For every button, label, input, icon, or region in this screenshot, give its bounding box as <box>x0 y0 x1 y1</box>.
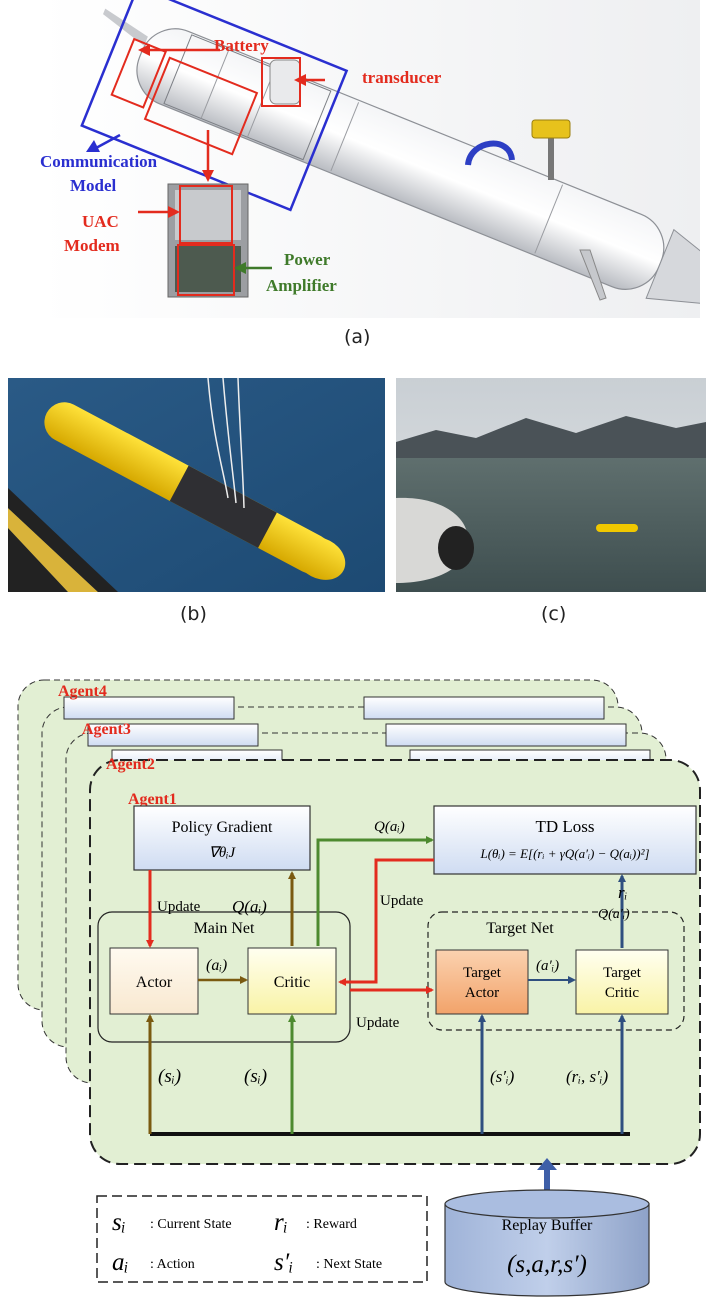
panel-a: Battery transducer Communication Model U… <box>40 0 700 318</box>
critic-box <box>247 947 337 1015</box>
main-net-label: Main Net <box>194 920 255 937</box>
label-communication: Communication <box>40 152 158 171</box>
critic-label: Critic <box>274 974 310 991</box>
caption-a: (a) <box>344 326 371 348</box>
target-net-box <box>427 911 685 1031</box>
caption-c: (c) <box>541 603 567 625</box>
target-actor-label-2: Actor <box>465 985 499 1001</box>
label-update-mid: Update <box>380 893 424 909</box>
label-si-1: (sᵢ) <box>158 1066 181 1087</box>
label-ai: (aᵢ) <box>206 957 227 974</box>
arrow-critic-to-td <box>316 836 434 946</box>
communication-model-box <box>80 0 349 212</box>
auv-hull <box>103 8 700 305</box>
agent3-label: Agent3 <box>82 721 131 738</box>
legend-si-symbol: sᵢ <box>112 1209 126 1236</box>
legend-si-desc: : Current State <box>150 1217 232 1232</box>
label-q-ai-top: Q(aᵢ) <box>374 819 405 835</box>
label-power: Power <box>284 250 331 269</box>
arrow-td-to-critic <box>338 858 434 986</box>
label-ai-prime: (a′ᵢ) <box>536 958 559 974</box>
legend-si-prime-desc: : Next State <box>316 1257 382 1272</box>
panel-b-photo <box>8 377 385 592</box>
label-ri: rᵢ <box>618 883 627 902</box>
replay-buffer-title: Replay Buffer <box>502 1217 593 1234</box>
td-loss-title: TD Loss <box>535 817 594 836</box>
label-q-ai-prime: Q(a′ᵢ) <box>598 907 630 922</box>
policy-gradient-title: Policy Gradient <box>172 819 273 836</box>
replay-buffer <box>444 1189 650 1297</box>
legend-si-prime-symbol: s′ᵢ <box>274 1249 293 1276</box>
target-actor-label-1: Target <box>463 965 502 981</box>
main-net-box <box>97 911 351 1043</box>
td-loss-box <box>433 805 697 875</box>
agent4-label: Agent4 <box>58 683 107 700</box>
target-critic-label-1: Target <box>603 965 642 981</box>
actor-box <box>109 947 199 1015</box>
label-uac: UAC <box>82 212 119 231</box>
target-critic-box <box>575 949 669 1015</box>
td-loss-formula: L(θᵢ) = E[(rᵢ + γQ(a′ᵢ) − Q(aᵢ))²] <box>479 846 649 861</box>
label-transducer: transducer <box>362 68 442 87</box>
label-amplifier: Amplifier <box>266 276 337 295</box>
legend-ri-desc: : Reward <box>306 1217 357 1232</box>
agent1-label: Agent1 <box>128 791 177 808</box>
legend-ai-desc: : Action <box>150 1257 195 1272</box>
legend-ri-symbol: rᵢ <box>274 1209 288 1236</box>
panel-c-photo <box>396 378 706 592</box>
target-net-label: Target Net <box>486 920 554 937</box>
label-q-ai-mid: Q(aᵢ) <box>232 897 267 916</box>
label-model: Model <box>70 176 117 195</box>
target-critic-label-2: Critic <box>605 985 640 1001</box>
target-actor-box <box>435 949 529 1015</box>
label-si-prime: (s′ᵢ) <box>490 1067 515 1086</box>
policy-gradient-box <box>133 805 311 871</box>
label-update-bottom: Update <box>356 1015 400 1031</box>
auv-cad-illustration <box>40 0 700 318</box>
legend-ai-symbol: aᵢ <box>112 1249 128 1276</box>
multi-agent-diagram: Agent4 Agent3 Agent2 Agent1 Policy Gradi… <box>17 679 701 1297</box>
replay-buffer-tuple: (s,a,r,s′) <box>507 1251 587 1278</box>
label-update-left: Update <box>157 899 201 915</box>
actor-label: Actor <box>136 974 173 991</box>
label-modem: Modem <box>64 236 120 255</box>
label-si-2: (sᵢ) <box>244 1066 267 1087</box>
agent2-label: Agent2 <box>106 756 155 773</box>
label-battery: Battery <box>214 36 269 55</box>
legend-box <box>96 1195 428 1283</box>
label-ri-si-prime: (rᵢ, s′ᵢ) <box>566 1067 608 1086</box>
policy-gradient-formula: ∇θᵢJ <box>209 845 237 861</box>
caption-b: (b) <box>180 603 207 625</box>
